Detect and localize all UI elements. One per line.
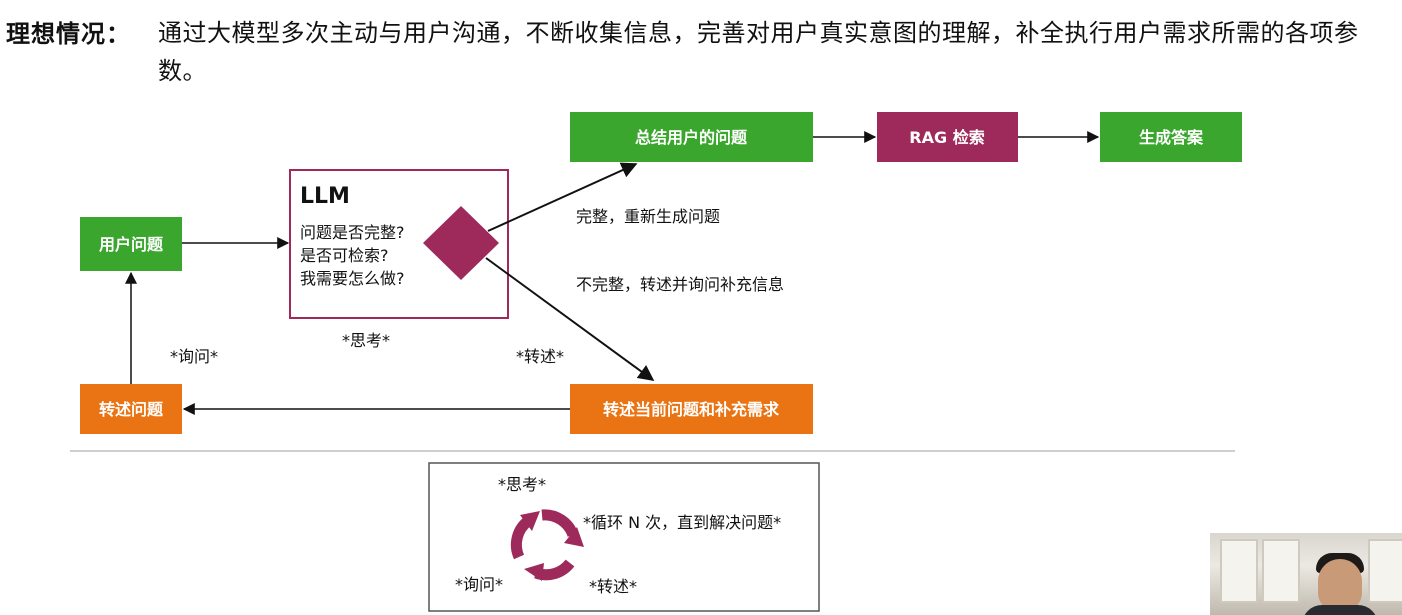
heading-text: 通过大模型多次主动与用户沟通，不断收集信息，完善对用户真实意图的理解，补全执行用…	[158, 19, 1359, 85]
user-question-box	[80, 217, 182, 271]
label-incomplete: 不完整，转述并询问补充信息	[576, 275, 784, 294]
label-ask: *询问*	[170, 347, 218, 366]
summarize-box	[570, 112, 813, 162]
presenter-webcam	[1210, 533, 1402, 615]
cycle-ask: *询问*	[455, 575, 503, 594]
decision-diamond	[423, 206, 499, 280]
restate-supplement-label: 转述当前问题和补充需求	[603, 400, 780, 419]
arrow-diamond-to-restate	[485, 257, 655, 381]
label-complete: 完整，重新生成问题	[576, 207, 720, 226]
summarize-label: 总结用户的问题	[635, 128, 748, 147]
restate-question-label: 转述问题	[99, 400, 164, 419]
cycle-box	[428, 462, 820, 612]
rag-label: RAG 检索	[909, 128, 984, 147]
restate-supplement-box	[570, 384, 813, 434]
cycle-restate: *转述*	[589, 577, 637, 596]
llm-line-3: 我需要怎么做?	[300, 269, 405, 288]
cycle-icon	[510, 509, 584, 581]
llm-line-1: 问题是否完整?	[300, 223, 405, 242]
user-question-label: 用户问题	[99, 235, 164, 254]
generate-box	[1100, 112, 1242, 162]
llm-line-2: 是否可检索?	[300, 246, 389, 265]
llm-title: LLM	[300, 184, 350, 209]
presenter-avatar	[1318, 559, 1362, 611]
cycle-loop: *循环 N 次，直到解决问题*	[583, 513, 781, 532]
generate-label: 生成答案	[1139, 128, 1204, 147]
rag-box	[877, 112, 1018, 162]
restate-question-box	[80, 384, 182, 434]
heading-label: 理想情况：	[6, 20, 131, 48]
cycle-think: *思考*	[498, 475, 546, 494]
label-restate: *转述*	[516, 347, 564, 366]
arrow-diamond-to-summarize	[487, 162, 638, 232]
label-think: *思考*	[342, 331, 390, 350]
